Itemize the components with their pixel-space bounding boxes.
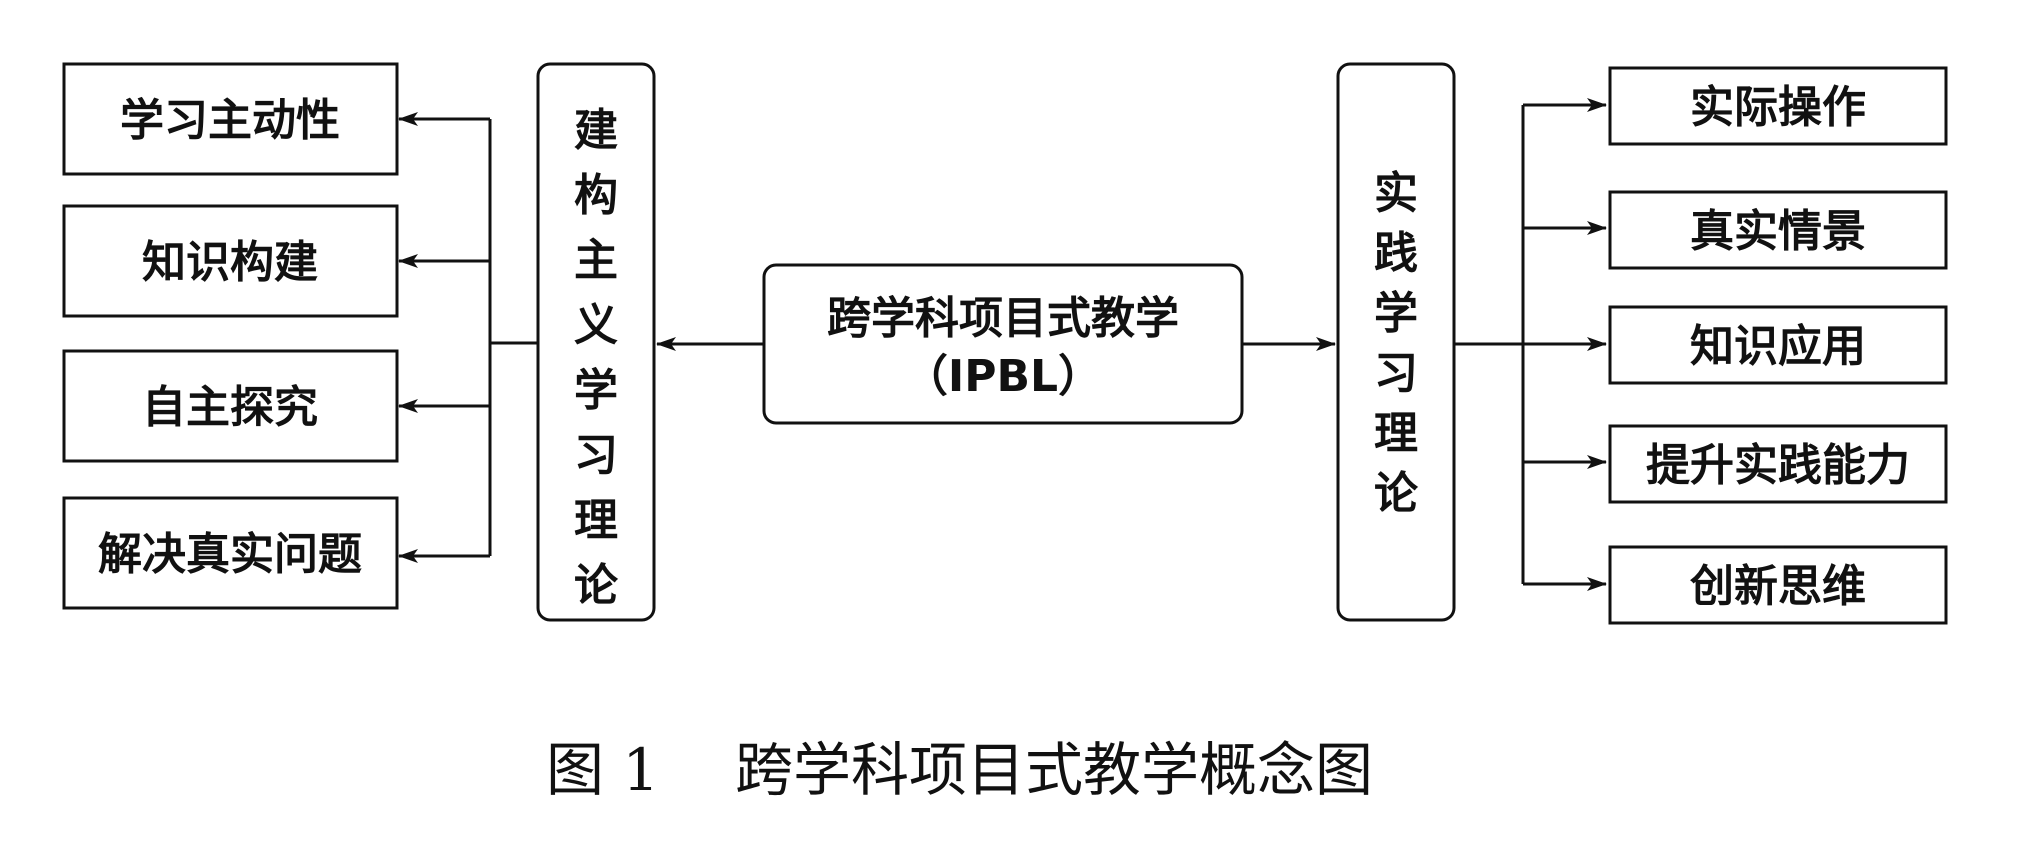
right-theory-char: 习 (1374, 348, 1418, 399)
right-output-box: 提升实践能力 (1608, 424, 1948, 504)
left-output-label: 自主探究 (142, 382, 318, 433)
caption-label: 图 1 (546, 736, 659, 804)
right-connectors (1454, 98, 1607, 591)
right-theory-char: 实 (1374, 168, 1418, 219)
left-output-box: 解决真实问题 (62, 496, 399, 610)
right-theory-char: 践 (1374, 228, 1418, 279)
left-output-box: 学习主动性 (62, 62, 399, 176)
left-theory-char: 论 (574, 560, 619, 611)
left-theory-char: 学 (574, 365, 618, 416)
left-output-label: 解决真实问题 (98, 529, 362, 580)
left-output-label: 学习主动性 (120, 95, 340, 146)
right-output-label: 创新思维 (1690, 561, 1866, 612)
center-box: 跨学科项目式教学 （IPBL） (762, 263, 1244, 425)
center-subtitle: （IPBL） (904, 351, 1102, 402)
left-output-label: 知识构建 (142, 237, 318, 288)
left-theory-char: 习 (574, 430, 618, 481)
right-output-box: 真实情景 (1608, 190, 1948, 270)
right-output-box: 知识应用 (1608, 305, 1948, 385)
right-theory-box: 实 践 学 习 理 论 (1336, 62, 1456, 622)
caption-title: 跨学科项目式教学概念图 (735, 736, 1373, 804)
right-output-label: 真实情景 (1690, 206, 1866, 257)
right-output-label: 实际操作 (1690, 82, 1866, 133)
right-theory-char: 学 (1374, 288, 1418, 339)
figure-caption: 图 1 跨学科项目式教学概念图 (546, 736, 1373, 804)
center-title: 跨学科项目式教学 (827, 293, 1179, 344)
right-output-box: 创新思维 (1608, 545, 1948, 625)
left-theory-char: 理 (574, 495, 618, 546)
right-theory-char: 理 (1374, 408, 1418, 459)
right-output-label: 提升实践能力 (1646, 440, 1910, 491)
left-connectors (398, 112, 538, 563)
right-output-label: 知识应用 (1690, 321, 1866, 372)
left-theory-char: 义 (574, 300, 618, 351)
left-theory-char: 主 (574, 235, 618, 286)
right-output-box: 实际操作 (1608, 66, 1948, 146)
left-theory-box: 建 构 主 义 学 习 理 论 (536, 62, 656, 622)
left-output-box: 知识构建 (62, 204, 399, 318)
left-output-box: 自主探究 (62, 349, 399, 463)
left-theory-char: 构 (574, 170, 618, 221)
right-theory-char: 论 (1374, 468, 1419, 519)
left-theory-char: 建 (574, 105, 618, 156)
